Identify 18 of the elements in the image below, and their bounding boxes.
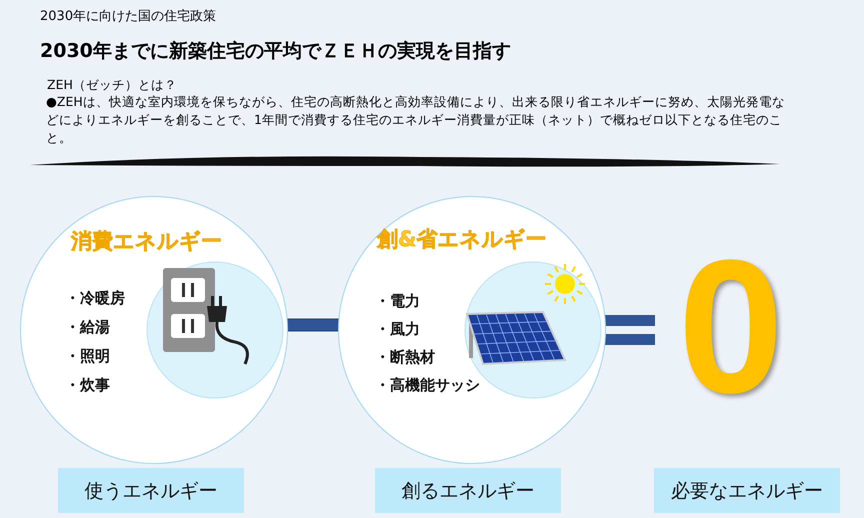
list-item: ・電力: [375, 292, 420, 311]
list-item: ・断熱材: [375, 348, 435, 367]
list-item: ・高機能サッシ: [375, 376, 480, 395]
label-box: 創るエネルギー: [375, 468, 561, 513]
title: 2030年までに新築住宅の平均でＺＥＨの実現を目指す: [40, 39, 511, 64]
list-item: ・給湯: [65, 318, 110, 337]
circle-heading: 創&省エネルギー: [377, 226, 546, 253]
subheading: ZEH（ゼッチ）とは？: [47, 76, 177, 94]
header-text: 2030年に向けた国の住宅政策: [40, 8, 216, 26]
zero-numeral: 0: [678, 232, 784, 422]
list-item: ・冷暖房: [65, 289, 125, 308]
circle-heading: 消費エネルギー: [71, 228, 222, 255]
list-item: ・炊事: [65, 376, 110, 395]
description-paragraph: ●ZEHは、快適な室内環境を保ちながら、住宅の高断熱化と高効率設備により、出来る限り省エネルギーに努め、太陽光発電などによりエネルギーを創ることで、1年間で消費する住宅のエネルギー消費量が正味（ネット）で概ねゼロ以下となる住宅のこと。: [46, 93, 786, 148]
list-item: ・照明: [65, 347, 110, 366]
label-box: 使うエネルギー: [58, 468, 244, 513]
label-box: 必要なエネルギー: [654, 468, 840, 513]
list-item: ・風力: [375, 320, 420, 339]
